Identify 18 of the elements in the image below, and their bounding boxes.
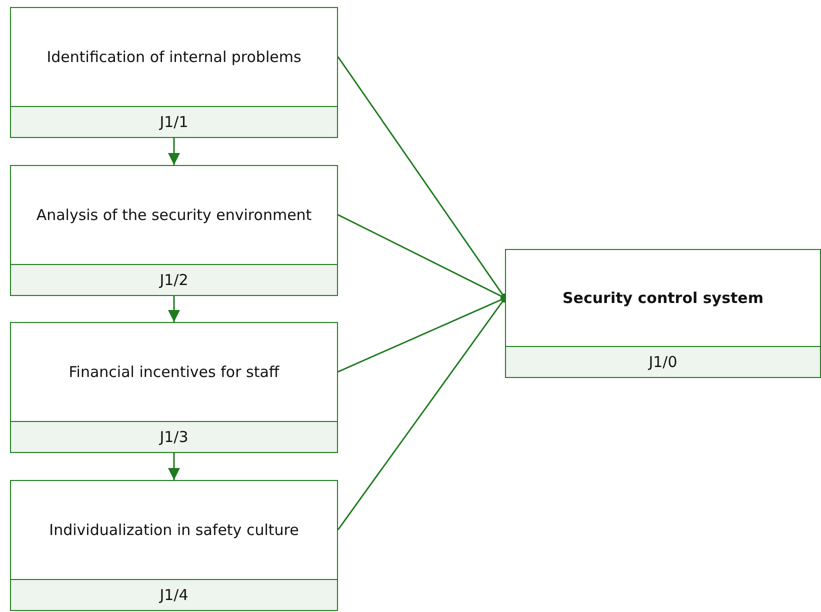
- box-code: J1/1: [11, 106, 337, 137]
- box-title: Financial incentives for staff: [68, 363, 280, 381]
- arrow: [168, 138, 180, 165]
- arrow: [168, 453, 180, 480]
- box-title: Identification of internal problems: [46, 48, 302, 66]
- process-box: [505, 249, 821, 378]
- box-title: Security control system: [562, 289, 764, 307]
- box-code: J1/3: [11, 421, 337, 452]
- process-box: [10, 165, 338, 296]
- box-code: J1/4: [11, 579, 337, 610]
- arrow: [168, 296, 180, 322]
- box-code: J1/0: [506, 346, 820, 377]
- process-box: [10, 322, 338, 453]
- box-title: Individualization in safety culture: [49, 521, 299, 539]
- box-title: Analysis of the security environment: [36, 206, 312, 224]
- process-box: [10, 7, 338, 138]
- process-box: [10, 480, 338, 611]
- box-code: J1/2: [11, 264, 337, 295]
